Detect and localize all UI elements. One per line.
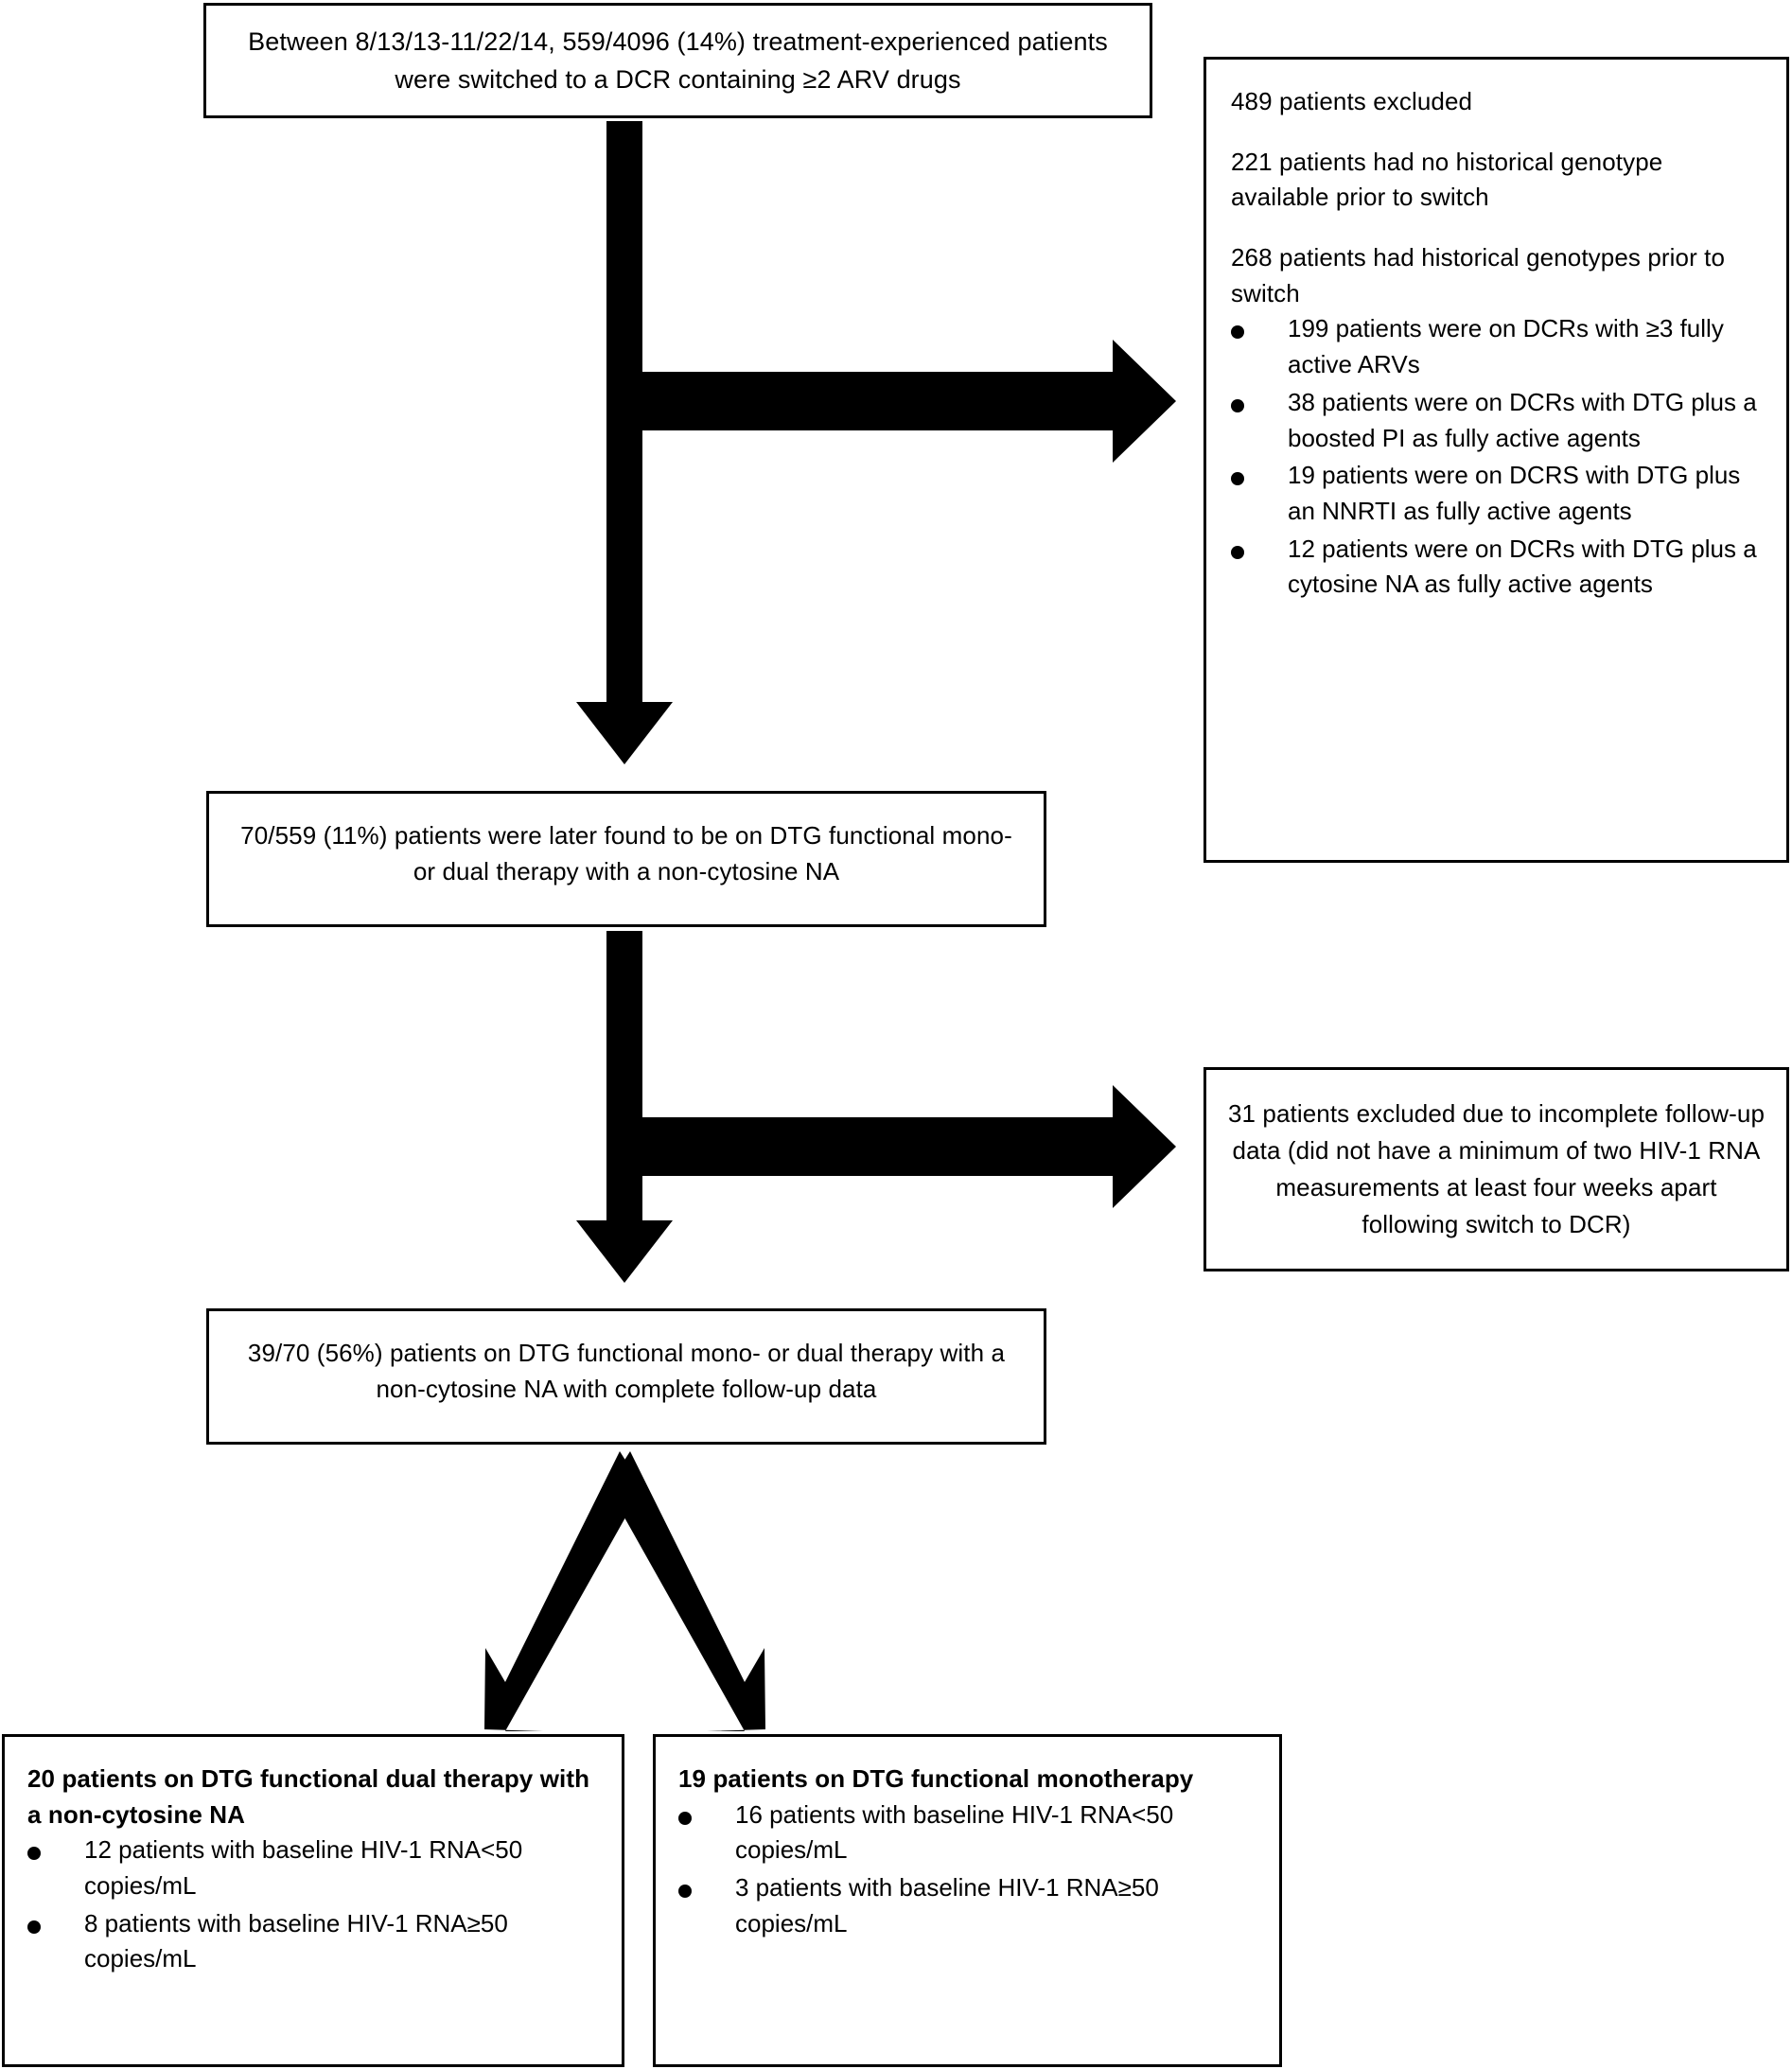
box-excluded-31: 31 patients excluded due to incomplete f… [1203,1067,1789,1271]
arrow-enrolled-to-excluded-489 [642,340,1176,463]
excluded-489-total: 489 patients excluded [1231,87,1473,115]
box-dual-therapy: 20 patients on DTG functional dual thera… [2,1734,624,2067]
list-item: 38 patients were on DCRs with DTG plus a… [1231,385,1764,456]
bullet-dot-icon [1231,325,1244,340]
excluded-489-no-genotype: 221 patients had no historical genotype … [1231,147,1663,212]
list-item: 3 patients with baseline HIV-1 RNA≥50 co… [678,1870,1258,1941]
list-item-text: 16 patients with baseline HIV-1 RNA<50 c… [735,1799,1174,1865]
bullet-dot-icon [1231,545,1244,559]
excluded-31-text: 31 patients excluded due to incomplete f… [1227,1099,1766,1238]
bullet-dot-icon [678,1885,692,1899]
dual-therapy-bullet-list: 12 patients with baseline HIV-1 RNA<50 c… [27,1832,601,1979]
list-item: 19 patients were on DCRS with DTG plus a… [1231,458,1764,529]
box-complete-followup: 39/70 (56%) patients on DTG functional m… [206,1308,1046,1445]
list-item-text: 3 patients with baseline HIV-1 RNA≥50 co… [735,1873,1159,1937]
excluded-489-had-genotype: 268 patients had historical genotypes pr… [1231,243,1726,307]
bullet-dot-icon [27,1920,41,1934]
bullet-dot-icon [27,1847,41,1861]
list-item: 199 patients were on DCRs with ≥3 fully … [1231,311,1764,382]
excluded-489-bullet-list: 199 patients were on DCRs with ≥3 fully … [1231,311,1764,605]
arrow-complete-followup-to-dual-therapy [484,1451,642,1731]
dual-therapy-heading: 20 patients on DTG functional dual thera… [27,1764,590,1829]
list-item: 8 patients with baseline HIV-1 RNA≥50 co… [27,1906,601,1977]
list-item: 12 patients were on DCRs with DTG plus a… [1231,532,1764,603]
bullet-dot-icon [678,1811,692,1825]
monotherapy-heading: 19 patients on DTG functional monotherap… [678,1764,1194,1793]
arrow-complete-followup-to-monotherapy [607,1451,765,1731]
box-dtg-mono-dual: 70/559 (11%) patients were later found t… [206,791,1046,927]
bullet-dot-icon [1231,472,1244,486]
list-item-text: 199 patients were on DCRs with ≥3 fully … [1288,314,1724,379]
box-excluded-489: 489 patients excluded 221 patients had n… [1203,57,1789,863]
list-item-text: 12 patients with baseline HIV-1 RNA<50 c… [84,1835,523,1901]
list-item: 16 patients with baseline HIV-1 RNA<50 c… [678,1797,1258,1868]
box-enrolled-cohort: Between 8/13/13-11/22/14, 559/4096 (14%)… [203,3,1152,118]
list-item-text: 12 patients were on DCRs with DTG plus a… [1288,534,1757,599]
list-item-text: 19 patients were on DCRS with DTG plus a… [1288,461,1741,525]
list-item-text: 8 patients with baseline HIV-1 RNA≥50 co… [84,1908,508,1973]
list-item: 12 patients with baseline HIV-1 RNA<50 c… [27,1832,601,1903]
box-dtg-mono-dual-text: 70/559 (11%) patients were later found t… [240,821,1012,885]
box-enrolled-text: Between 8/13/13-11/22/14, 559/4096 (14%)… [248,26,1108,95]
arrow-enrolled-to-mono-dual [576,121,673,764]
monotherapy-bullet-list: 16 patients with baseline HIV-1 RNA<50 c… [678,1797,1258,1944]
list-item-text: 38 patients were on DCRs with DTG plus a… [1288,387,1757,452]
arrow-mono-dual-to-excluded-31 [642,1085,1176,1208]
box-complete-followup-text: 39/70 (56%) patients on DTG functional m… [247,1339,1006,1403]
bullet-dot-icon [1231,398,1244,412]
arrow-mono-dual-to-complete-followup [576,931,673,1283]
box-monotherapy: 19 patients on DTG functional monotherap… [653,1734,1282,2067]
